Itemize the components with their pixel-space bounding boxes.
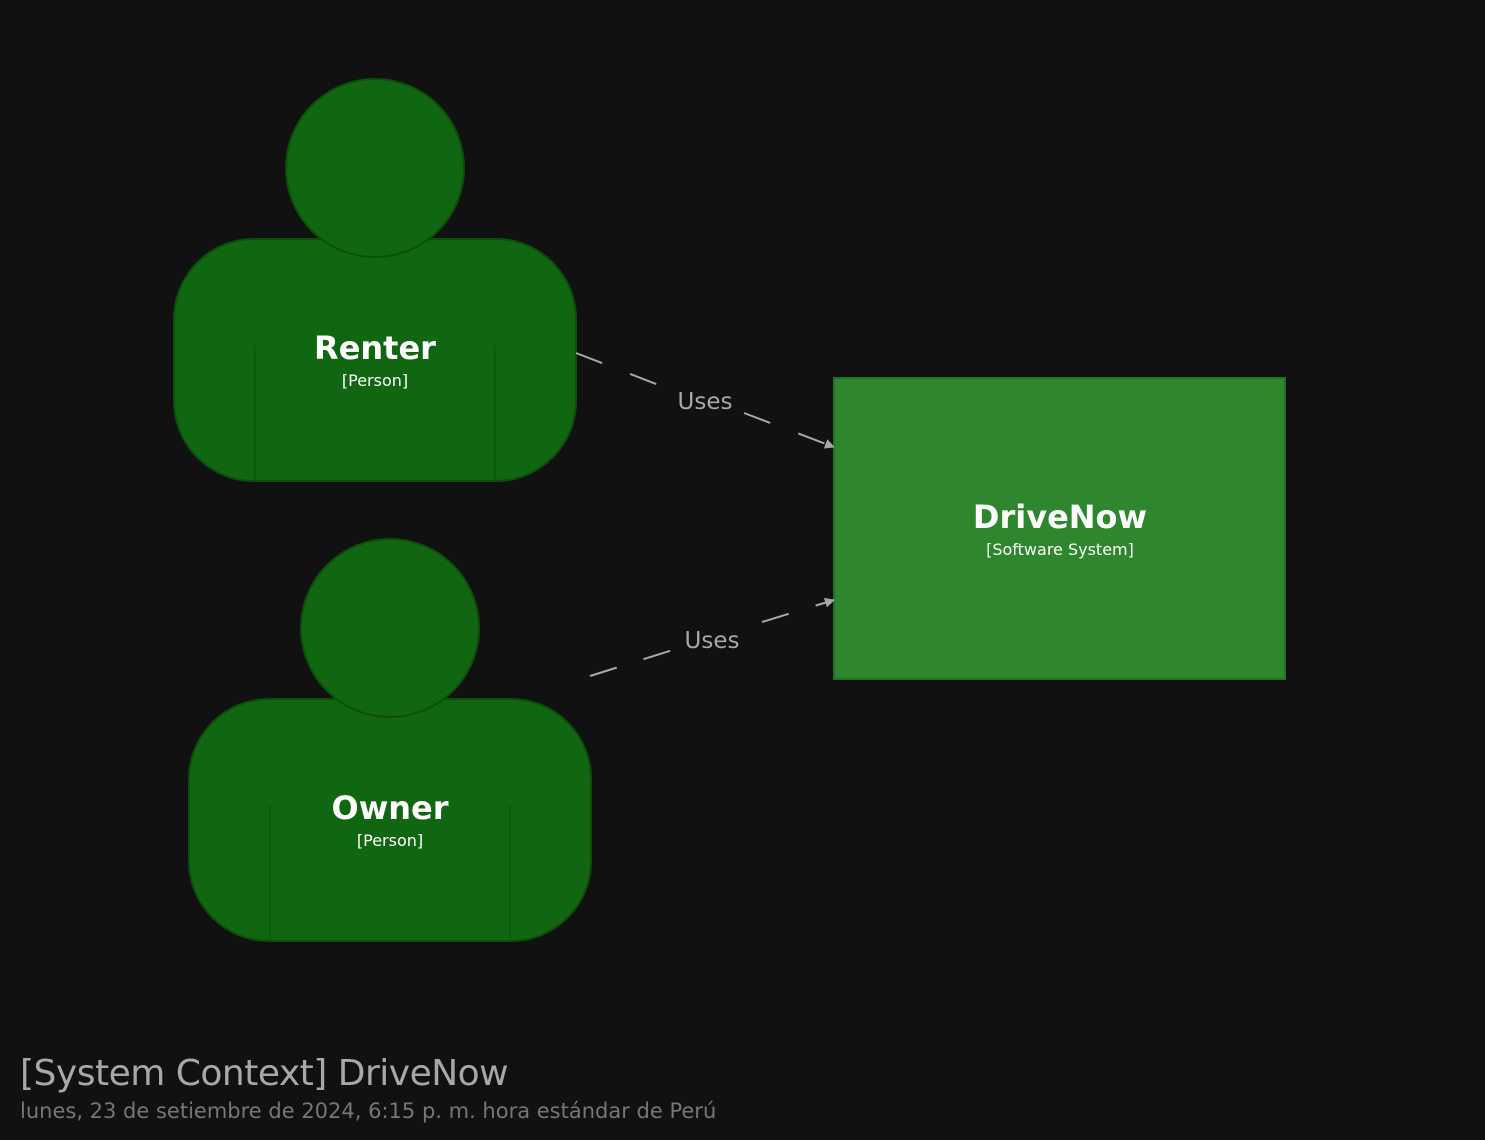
relationship-renter-label: Uses: [678, 389, 733, 415]
relationship-owner-line-b: [761, 597, 835, 623]
person-owner-type: [Person]: [357, 831, 423, 850]
relationship-owner-label: Uses: [685, 628, 740, 654]
relationship-renter-line-b: [743, 412, 835, 449]
relationship-renter-line-a: [575, 352, 670, 390]
person-renter-type: [Person]: [342, 371, 408, 390]
person-owner[interactable]: Owner [Person]: [188, 538, 592, 942]
system-drivenow[interactable]: DriveNow [Software System]: [833, 377, 1286, 680]
system-drivenow-type: [Software System]: [986, 540, 1134, 559]
relationship-renter-uses-drivenow[interactable]: Uses: [575, 352, 835, 449]
relationship-owner-uses-drivenow[interactable]: Uses: [589, 597, 835, 677]
diagram-timestamp: lunes, 23 de setiembre de 2024, 6:15 p. …: [20, 1099, 717, 1123]
system-drivenow-box: [833, 377, 1286, 680]
diagram-title: [System Context] DriveNow: [20, 1053, 509, 1094]
person-renter[interactable]: Renter [Person]: [173, 78, 577, 482]
person-renter-name: Renter: [314, 329, 436, 367]
person-renter-head: [285, 78, 465, 258]
relationship-owner-line-a: [589, 648, 677, 677]
person-owner-name: Owner: [331, 789, 448, 827]
system-drivenow-name: DriveNow: [973, 498, 1147, 536]
person-owner-head: [300, 538, 480, 718]
